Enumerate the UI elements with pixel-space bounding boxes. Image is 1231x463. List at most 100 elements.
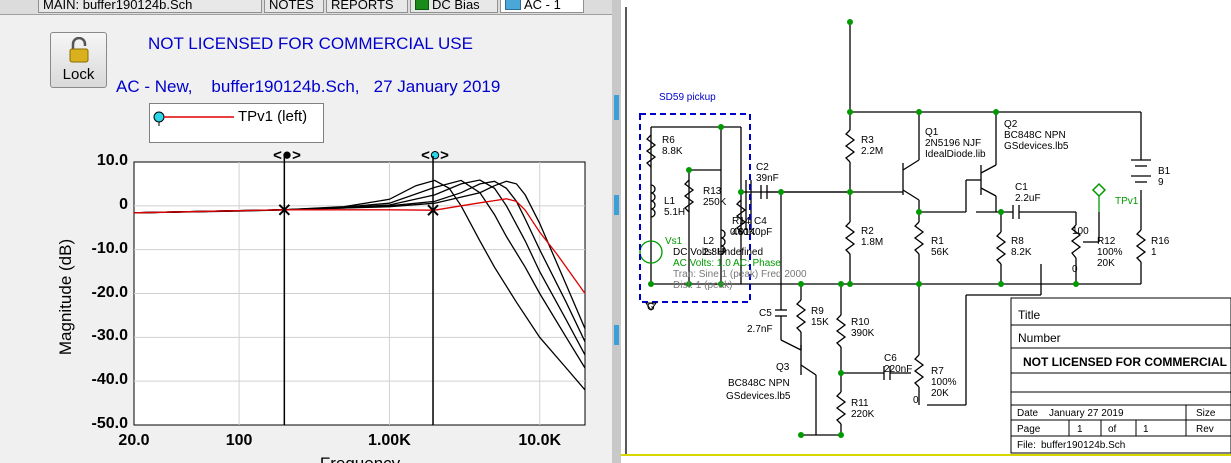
pot-r7-bottom-label: 0 — [913, 395, 919, 406]
component-value-r6: 8.8K — [662, 146, 683, 157]
component-ref-c6: C6 — [884, 353, 897, 364]
title-block-page-value: 1 — [1077, 424, 1083, 435]
x-tick-label: 10.0K — [518, 432, 562, 449]
y-tick-label: 10.0 — [96, 152, 128, 169]
bode-plot[interactable] — [0, 0, 612, 463]
component-value-r9: 15K — [811, 317, 829, 328]
y-tick-label: -30.0 — [91, 327, 128, 345]
tab-notes[interactable]: NOTES — [264, 0, 324, 13]
tab-ac-1[interactable]: AC - 1 — [500, 0, 584, 13]
pane-divider[interactable] — [612, 0, 621, 463]
component-ref-r16: R16 — [1151, 236, 1170, 247]
cursor-2-handle[interactable]: <●> — [421, 145, 449, 165]
component-value-r2: 1.8M — [861, 237, 884, 248]
component-value-r3: 2.2M — [861, 146, 884, 157]
ground-label: G — [647, 302, 655, 313]
title-block-date-value: January 27 2019 — [1049, 408, 1124, 419]
chart-icon — [505, 0, 521, 10]
source-tran: Tran: Sine 1 (peak) Freq 2000 — [673, 269, 807, 280]
component-value-c4: 0.0140pF — [730, 227, 773, 238]
tab-main[interactable]: MAIN: buffer190124b.Sch — [38, 0, 262, 13]
component-value-c1: 2.2uF — [1015, 193, 1041, 204]
title-block-rev-label: Rev — [1196, 424, 1214, 435]
probe-label: TPv1 — [1115, 196, 1139, 207]
component-value-r1: 56K — [931, 247, 949, 258]
component-lib-q1: IdealDiode.lib — [925, 149, 986, 160]
title-block-date-label: Date — [1017, 408, 1039, 419]
component-value-c2: 39nF — [756, 173, 779, 184]
component-value-r10: 390K — [851, 328, 875, 339]
probe-tpv1[interactable] — [1091, 182, 1107, 212]
license-notice: NOT LICENSED FOR COMMERCIAL USE — [148, 34, 473, 53]
title-block-file-label: File: — [1017, 440, 1036, 451]
component-ref-r1: R1 — [931, 236, 944, 247]
title-block-size-label: Size — [1196, 408, 1216, 419]
cursor-1-handle[interactable]: <●> — [273, 145, 301, 164]
title-block-page-label: Page — [1017, 424, 1041, 435]
pot-r12-top-label: 100 — [1072, 226, 1089, 237]
tab-dc-bias-label: DC Bias — [432, 0, 480, 12]
component-value-r13: 250K — [703, 197, 727, 208]
y-tick-label: -50.0 — [91, 415, 128, 432]
tab-reports-label: REPORTS — [331, 0, 394, 12]
lock-label: Lock — [62, 66, 95, 83]
title-block-of-value: 1 — [1143, 424, 1149, 435]
component-value-c5: 2.7nF — [747, 324, 773, 335]
x-tick-label: 1.00K — [368, 432, 411, 449]
component-value2-r7: 20K — [931, 388, 949, 399]
component-value-r12: 100% — [1097, 247, 1123, 258]
component-value-l2: 2.8H — [703, 247, 725, 258]
component-ref-r8: R8 — [1011, 236, 1024, 247]
pot-r12-bottom-label: 0 — [1072, 264, 1078, 275]
x-tick-label: 100 — [225, 432, 253, 449]
component-ref-r10: R10 — [851, 317, 870, 328]
title-block-notice: NOT LICENSED FOR COMMERCIAL — [1023, 355, 1227, 369]
component-ref-l1: L1 — [664, 196, 676, 207]
tab-ac-1-label: AC - 1 — [524, 0, 561, 12]
tab-notes-label: NOTES — [269, 0, 314, 12]
title-block-of-label: of — [1108, 424, 1117, 435]
series-line-tpv1 — [133, 198, 586, 294]
component-ref-c5: C5 — [759, 308, 772, 319]
x-axis-label: Frequency — [320, 454, 400, 463]
schematic-canvas[interactable] — [621, 0, 1231, 463]
lock-button[interactable]: Lock — [50, 32, 107, 88]
ground-icon — [645, 302, 657, 311]
component-value-q3: BC848C NPN — [728, 378, 790, 389]
component-ref-q1: Q1 — [925, 127, 939, 138]
component-ref-r12: R12 — [1097, 236, 1116, 247]
component-value-b1: 9 — [1158, 177, 1164, 188]
component-ref-c1: C1 — [1015, 182, 1028, 193]
legend-label: TPv1 (left) — [238, 108, 308, 125]
component-value2-r12: 20K — [1097, 258, 1115, 269]
component-ref-r6: R6 — [662, 135, 675, 146]
component-ref-q2: Q2 — [1004, 119, 1018, 130]
component-value-c6: 220nF — [884, 364, 913, 375]
plot-title: AC - New, buffer190124b.Sch, 27 January … — [116, 77, 501, 96]
component-ref-r3: R3 — [861, 135, 874, 146]
pickup-group-box — [639, 113, 751, 303]
legend[interactable]: TPv1 (left) — [149, 103, 324, 143]
component-lib-q3: GSdevices.lb5 — [726, 391, 791, 402]
component-value-r7: 100% — [931, 377, 957, 388]
title-block — [1010, 297, 1231, 454]
component-value-q2: BC848C NPN — [1004, 130, 1066, 141]
tab-dc-bias[interactable]: DC Bias — [410, 0, 498, 13]
cursor-marker-1 — [278, 204, 291, 216]
x-tick-label: 20.0 — [118, 432, 150, 449]
y-tick-label: -20.0 — [91, 283, 128, 301]
y-axis-label: Magnitude (dB) — [56, 238, 75, 356]
component-ref-r13: R13 — [703, 186, 722, 197]
component-ref-r9: R9 — [811, 306, 824, 317]
tab-main-label: MAIN: buffer190124b.Sch — [43, 0, 193, 12]
component-ref-c2: C2 — [756, 162, 769, 173]
tab-reports[interactable]: REPORTS — [326, 0, 408, 13]
component-ref-r2: R2 — [861, 226, 874, 237]
source-ref: Vs1 — [665, 236, 683, 247]
component-ref-r14: R14 — [732, 216, 751, 227]
component-value-r16: 1 — [1151, 247, 1157, 258]
component-value-q1: 2N5196 NJF — [925, 138, 982, 149]
cursor-marker-2 — [427, 204, 439, 216]
title-block-number-label: Number — [1018, 331, 1061, 345]
